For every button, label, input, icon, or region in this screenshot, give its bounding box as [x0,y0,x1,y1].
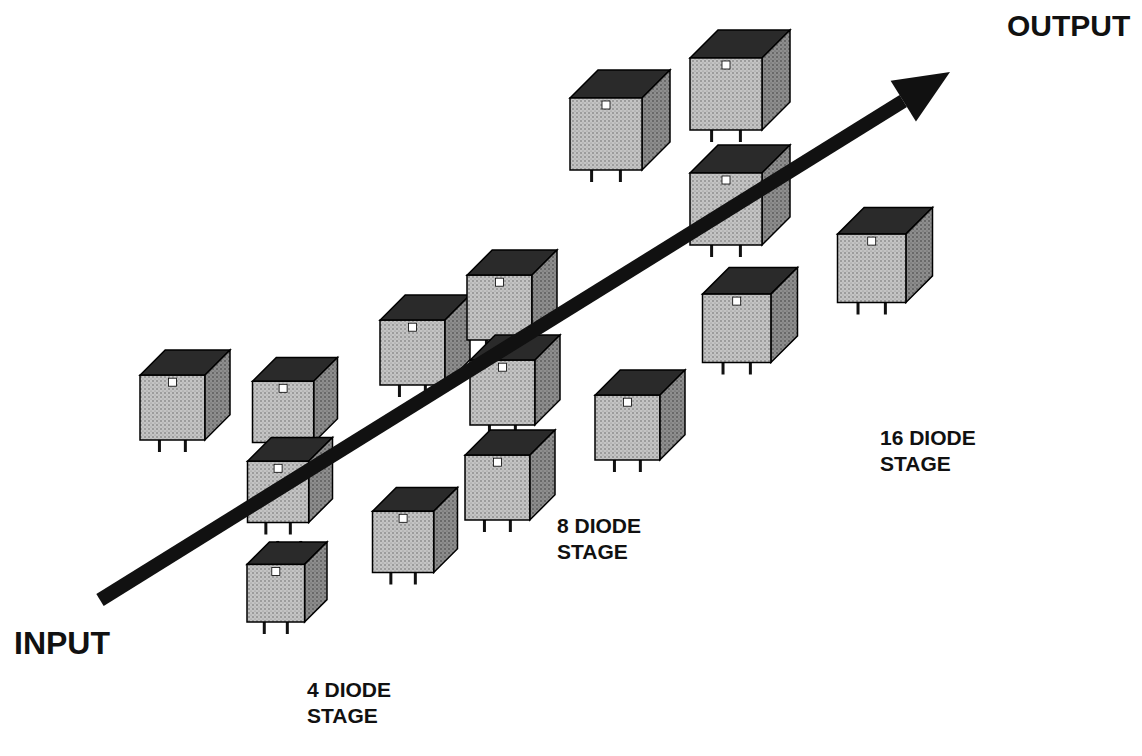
diode-cube [570,70,670,182]
diode-cube [140,350,230,452]
diode-cube [595,370,685,472]
diode-cube [373,487,458,584]
stage-label: 8 DIODE STAGE [555,512,671,567]
stage-label: 16 DIODE STAGE [878,424,1007,479]
diode-cube [690,30,790,142]
beam-arrow [100,72,950,600]
stage-label: 4 DIODE STAGE [305,676,421,731]
diode-cube [247,541,327,634]
beam-label: INPUT [12,622,112,664]
diode-cube [465,430,555,532]
beam-label: OUTPUT [1005,6,1132,46]
diode-cube [703,268,798,375]
diode-cube [838,208,933,315]
